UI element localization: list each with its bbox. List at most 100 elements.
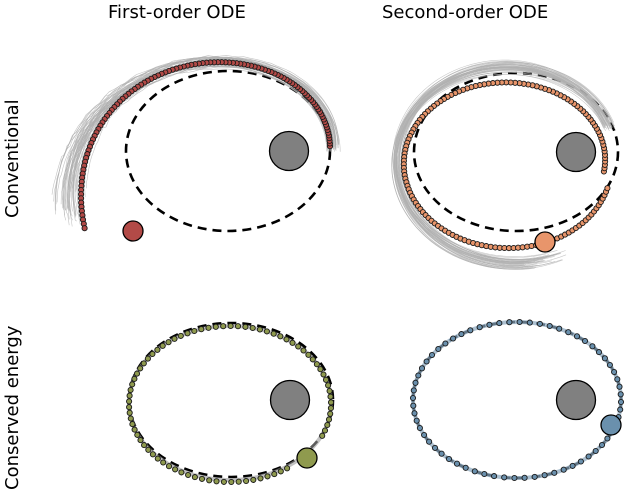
trajectory-bead bbox=[491, 473, 498, 480]
trajectory-bead bbox=[178, 469, 185, 476]
trajectory-bead bbox=[496, 320, 503, 327]
trajectory-bead bbox=[134, 431, 141, 438]
trajectory-bead bbox=[277, 468, 284, 475]
trajectory-bead bbox=[277, 333, 284, 340]
trajectory-bead bbox=[418, 365, 426, 372]
trajectory-line bbox=[393, 72, 608, 263]
trajectory-bead bbox=[129, 381, 136, 388]
central-body bbox=[268, 130, 310, 172]
trajectory-bead bbox=[431, 444, 439, 451]
trajectory-bead bbox=[569, 462, 576, 469]
trajectory-bead bbox=[325, 416, 333, 423]
trajectory-bead bbox=[521, 474, 528, 481]
trajectory-bead bbox=[81, 225, 88, 232]
trajectory-bead bbox=[585, 453, 592, 460]
trajectory-bead bbox=[234, 323, 242, 330]
panel-conserved-second-order bbox=[409, 318, 625, 482]
trajectory-bead bbox=[476, 324, 483, 331]
trajectory-bead bbox=[617, 391, 624, 398]
trajectory-bead bbox=[212, 323, 219, 330]
trajectory-bead bbox=[581, 337, 589, 345]
trajectory-bead bbox=[198, 475, 206, 482]
trajectory-bead bbox=[320, 371, 327, 378]
trajectory-bead bbox=[149, 451, 156, 458]
trajectory-line bbox=[394, 67, 604, 269]
trajectory-bead bbox=[421, 431, 428, 439]
trajectory-bead bbox=[235, 478, 242, 485]
trajectory-bead bbox=[145, 446, 152, 453]
reference-orbit bbox=[124, 69, 332, 233]
trajectory-bead bbox=[604, 435, 611, 442]
central-body bbox=[555, 131, 597, 173]
trajectory-fan bbox=[391, 59, 616, 270]
trajectory-bead bbox=[416, 424, 423, 432]
trajectory-bead bbox=[595, 349, 603, 356]
trajectory-bead bbox=[556, 325, 563, 332]
trajectory-bead bbox=[536, 320, 543, 327]
trajectory-bead bbox=[486, 321, 493, 328]
trajectory-bead bbox=[501, 474, 508, 481]
trajectory-bead bbox=[415, 372, 422, 379]
trajectory-bead bbox=[445, 455, 453, 463]
trajectory-bead bbox=[131, 375, 138, 382]
trajectory-bead bbox=[435, 345, 442, 353]
trajectory-bead bbox=[471, 468, 478, 475]
trajectory-bead bbox=[185, 471, 192, 479]
trajectory-bead bbox=[617, 398, 625, 406]
trajectory-bead bbox=[184, 330, 191, 337]
trajectory-bead bbox=[327, 405, 334, 412]
trajectory-line bbox=[393, 67, 605, 269]
trajectory-bead bbox=[410, 402, 417, 409]
trajectory-bead bbox=[228, 478, 235, 486]
trajectory-bead bbox=[326, 387, 333, 395]
trajectory-bead bbox=[305, 351, 312, 358]
trajectory-bead bbox=[191, 474, 198, 481]
trajectory-bead bbox=[462, 464, 469, 471]
orbiting-body bbox=[534, 231, 556, 253]
trajectory-bead bbox=[467, 327, 474, 334]
trajectory-bead bbox=[129, 421, 136, 428]
trajectory-bead bbox=[321, 427, 329, 434]
trajectory-bead bbox=[327, 399, 335, 406]
trajectory-bead bbox=[458, 331, 465, 338]
trajectory-bead bbox=[250, 476, 257, 483]
trajectory-bead bbox=[506, 319, 513, 326]
trajectory-bead bbox=[325, 382, 332, 389]
trajectory-bead bbox=[606, 361, 613, 369]
trajectory-bead bbox=[592, 447, 599, 455]
trajectory-bead bbox=[149, 350, 156, 358]
trajectory-bead bbox=[317, 366, 324, 373]
trajectory-bead bbox=[264, 473, 271, 480]
trajectory-bead bbox=[410, 387, 417, 394]
trajectory-line bbox=[62, 55, 339, 200]
trajectory-bead bbox=[257, 475, 264, 482]
trajectory-bead bbox=[589, 343, 596, 350]
trajectory-bead bbox=[322, 376, 330, 383]
trajectory-bead bbox=[453, 460, 461, 467]
trajectory-bead bbox=[604, 185, 611, 192]
trajectory-bead bbox=[133, 370, 141, 377]
trajectory-bead bbox=[526, 319, 533, 326]
trajectory-bead bbox=[411, 410, 418, 417]
trajectory-line bbox=[396, 74, 610, 263]
trajectory-bead bbox=[127, 415, 134, 422]
column-title-second-order: Second-order ODE bbox=[382, 2, 549, 23]
trajectory-bead bbox=[198, 326, 205, 333]
trajectory-bead bbox=[601, 355, 608, 362]
trajectory-bead bbox=[249, 324, 256, 332]
trajectory-line bbox=[391, 66, 611, 270]
trajectory-bead bbox=[165, 339, 172, 346]
orbiting-body bbox=[296, 447, 318, 469]
trajectory-line bbox=[80, 61, 336, 195]
trajectory-bead bbox=[256, 326, 263, 333]
trajectory-bead bbox=[573, 333, 581, 340]
trajectory-bead bbox=[172, 466, 179, 473]
trajectory-bead bbox=[206, 477, 213, 484]
trajectory-bead bbox=[159, 342, 166, 349]
trajectory-bead bbox=[327, 393, 334, 400]
trajectory-bead bbox=[220, 323, 227, 330]
central-body bbox=[269, 379, 311, 421]
trajectory-bead bbox=[177, 332, 184, 339]
trajectory-bead bbox=[531, 473, 538, 480]
trajectory-bead bbox=[413, 417, 420, 424]
